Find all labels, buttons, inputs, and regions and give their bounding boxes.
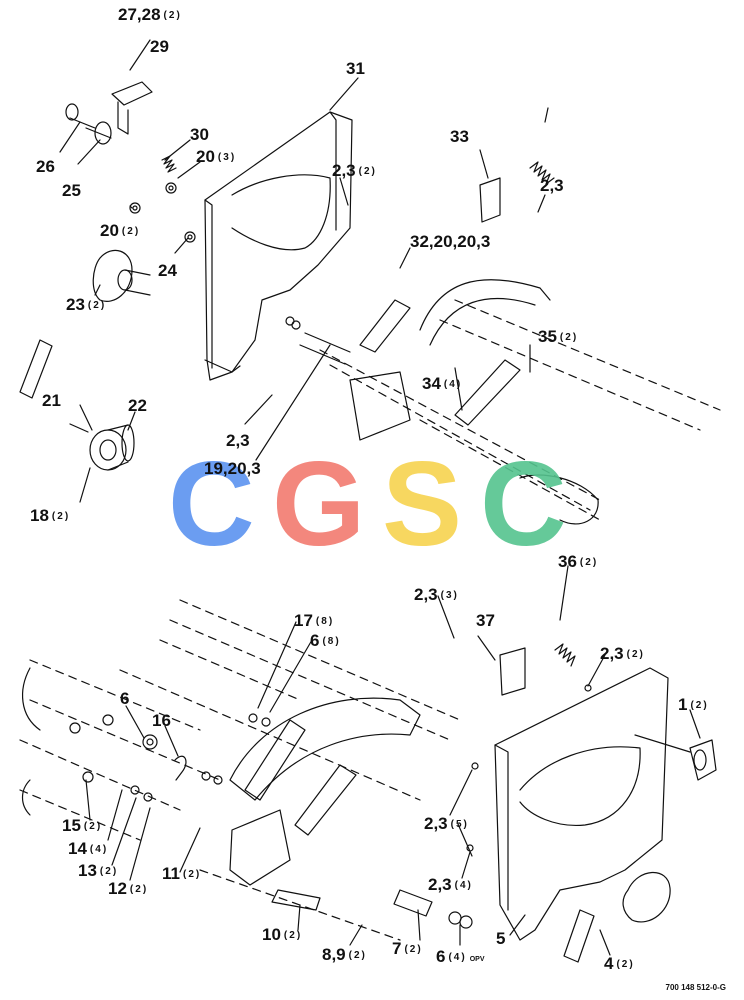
side-plate-upper bbox=[204, 111, 353, 381]
bearing-18 bbox=[89, 424, 135, 471]
callout-26: 26 bbox=[36, 157, 55, 176]
bracket-29 bbox=[111, 81, 153, 135]
callout-35: 35(2) bbox=[538, 327, 579, 346]
link-bar-4 bbox=[563, 909, 595, 963]
callout-2-3-5: 2,3(5) bbox=[424, 814, 469, 833]
arm-plate-lower bbox=[229, 809, 291, 886]
callout-20-2: 20(2) bbox=[100, 221, 141, 240]
callout-2-3-4: 2,3(4) bbox=[428, 875, 473, 894]
callout-36: 36(2) bbox=[558, 552, 599, 571]
callout-37: 37 bbox=[476, 611, 495, 630]
callout-16: 16 bbox=[152, 711, 171, 730]
callout-32: 32,20,20,3 bbox=[410, 232, 491, 251]
callout-15: 15(2) bbox=[62, 816, 103, 835]
pin-26 bbox=[65, 103, 79, 121]
drawing-number: 700 148 512-0-G bbox=[665, 983, 727, 992]
callout-27-28: 27,28(2) bbox=[118, 5, 182, 24]
callout-8-9: 8,9(2) bbox=[322, 945, 367, 964]
spring-30 bbox=[161, 155, 177, 173]
callout-1: 1(2) bbox=[678, 695, 709, 714]
callout-33: 33 bbox=[450, 127, 469, 146]
callout-21: 21 bbox=[42, 391, 61, 410]
callout-20-3: 20(3) bbox=[196, 147, 237, 166]
callout-2-3-upper: 2,3(2) bbox=[332, 161, 377, 180]
callout-4: 4(2) bbox=[604, 954, 635, 973]
arm-plate-upper bbox=[349, 371, 411, 441]
hub-23 bbox=[92, 249, 151, 302]
callout-14: 14(4) bbox=[68, 839, 109, 858]
watermark-letter: C bbox=[168, 437, 255, 571]
callout-23: 23(2) bbox=[66, 295, 107, 314]
callout-25: 25 bbox=[62, 181, 81, 200]
callout-29: 29 bbox=[150, 37, 169, 56]
callout-31: 31 bbox=[346, 59, 365, 78]
bearing-1 bbox=[634, 734, 717, 781]
watermark-letter: C bbox=[480, 437, 567, 571]
callout-6-4-opv: 6(4)OPV bbox=[436, 947, 485, 966]
bracket-33 bbox=[479, 177, 501, 223]
callout-30: 30 bbox=[190, 125, 209, 144]
spring-upper bbox=[529, 161, 555, 185]
callout-22: 22 bbox=[128, 396, 147, 415]
watermark-letter: S bbox=[382, 437, 462, 571]
callout-10: 10(2) bbox=[262, 925, 303, 944]
link-10 bbox=[271, 889, 321, 911]
callout-2-3-mid: 2,3 bbox=[226, 431, 250, 450]
spring-lower bbox=[554, 643, 576, 667]
callout-7: 7(2) bbox=[392, 939, 423, 958]
callout-6-8: 6(8) bbox=[310, 631, 341, 650]
callout-13: 13(2) bbox=[78, 861, 119, 880]
roller-7 bbox=[393, 889, 433, 917]
bracket-37 bbox=[499, 647, 526, 696]
watermark: C G S C bbox=[168, 437, 567, 571]
side-plate-lower bbox=[494, 667, 669, 941]
callout-2-3-3: 2,3(3) bbox=[414, 585, 459, 604]
callout-34: 34(4) bbox=[422, 374, 463, 393]
callout-17: 17(8) bbox=[294, 611, 335, 630]
callout-12: 12(2) bbox=[108, 879, 149, 898]
callout-11: 11(2) bbox=[162, 864, 202, 883]
callout-19-20-3: 19,20,3 bbox=[204, 459, 261, 478]
callout-24: 24 bbox=[158, 261, 177, 280]
callout-5: 5 bbox=[496, 929, 506, 948]
watermark-letter: G bbox=[272, 437, 365, 571]
callout-2-3-2-lower: 2,3(2) bbox=[600, 644, 645, 663]
bracket-16 bbox=[174, 755, 187, 781]
callout-2-3-right: 2,3 bbox=[540, 176, 564, 195]
arm-lower bbox=[229, 697, 421, 801]
callout-18: 18(2) bbox=[30, 506, 71, 525]
callout-6: 6 bbox=[120, 689, 130, 708]
link-bar-left bbox=[19, 339, 53, 399]
